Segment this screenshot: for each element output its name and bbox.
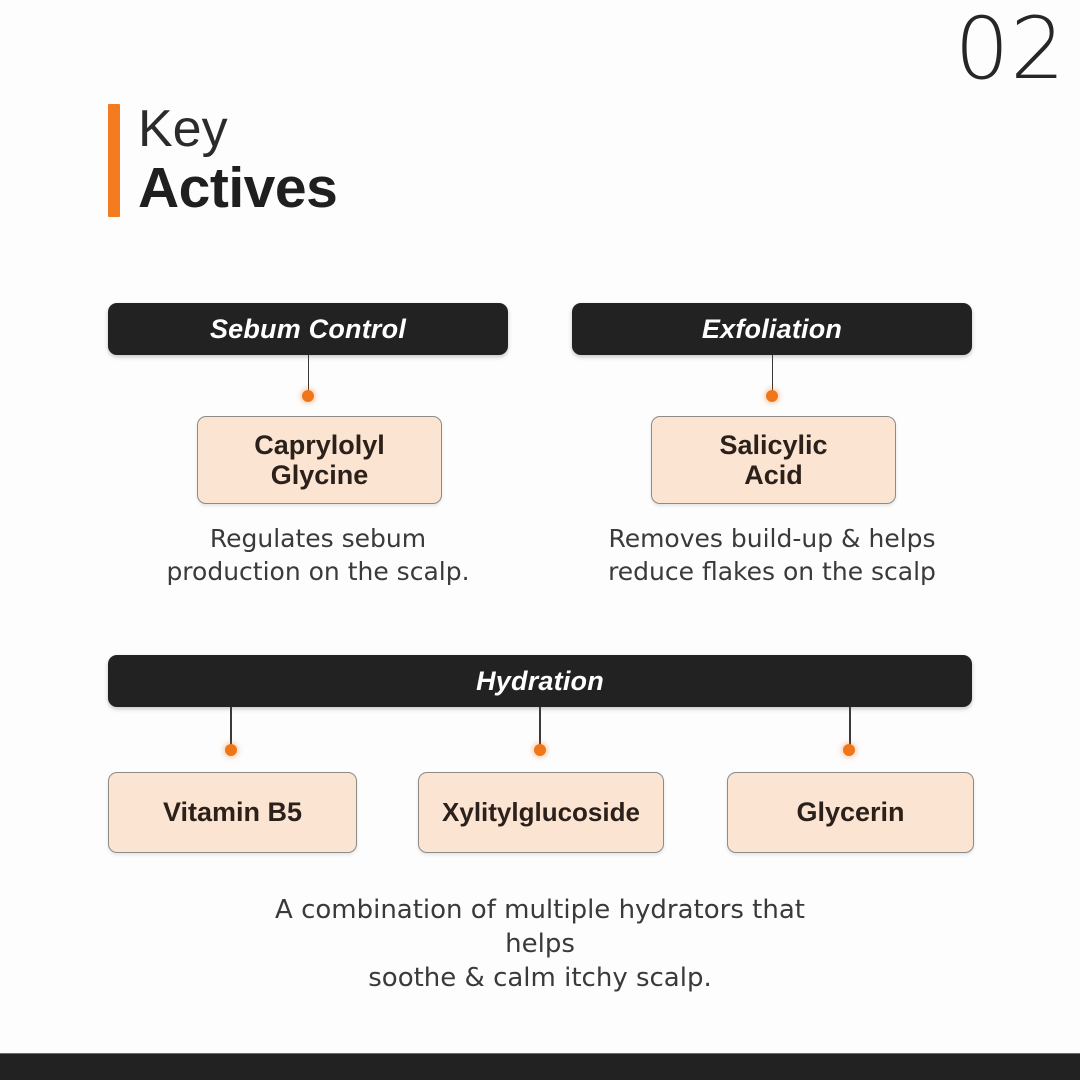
connector-line-glycerin <box>849 707 851 749</box>
category-bar-hydration[interactable]: Hydration <box>108 655 972 707</box>
category-bar-exfoliation[interactable]: Exfoliation <box>572 303 972 355</box>
connector-dot-vitamin-b5 <box>225 744 237 756</box>
ingredient-chip-label: Xylitylglucoside <box>442 796 640 827</box>
description-sebum-control: Regulates sebum production on the scalp. <box>166 524 470 586</box>
ingredient-chip-label: Vitamin B5 <box>162 797 303 828</box>
ingredient-chip-caprylolyl-glycine[interactable]: Caprylolyl Glycine <box>197 416 442 504</box>
page-title: Key Actives <box>108 100 338 220</box>
ingredient-chip-vitamin-b5[interactable]: Vitamin B5 <box>108 772 357 853</box>
ingredient-chip-salicylic-acid[interactable]: Salicylic Acid <box>651 416 896 504</box>
title-line-key: Key <box>138 100 228 158</box>
connector-dot-exfoliation <box>766 390 778 402</box>
title-accent-bar <box>108 104 120 218</box>
footer-bar <box>0 1053 1080 1080</box>
category-bar-label: Sebum Control <box>209 313 407 344</box>
page-number: 02 <box>954 0 1066 99</box>
connector-dot-xylitylglucoside <box>534 744 546 756</box>
category-bar-label: Exfoliation <box>701 313 843 344</box>
ingredient-chip-label: Caprylolyl Glycine <box>254 429 385 490</box>
connector-line-sebum <box>307 355 310 395</box>
title-text: Key Actives <box>138 100 338 220</box>
connector-dot-glycerin <box>843 744 855 756</box>
connector-line-exfoliation <box>771 355 774 395</box>
title-line-actives: Actives <box>138 155 338 220</box>
description-hydration: A combination of multiple hydrators that… <box>275 895 805 993</box>
connector-line-xylitylglucoside <box>539 707 541 749</box>
category-bar-sebum-control[interactable]: Sebum Control <box>108 303 508 355</box>
description-exfoliation: Removes build-up & helps reduce flakes o… <box>608 524 936 586</box>
ingredient-chip-label: Salicylic Acid <box>719 429 828 490</box>
connector-dot-sebum <box>302 390 314 402</box>
ingredient-chip-xylitylglucoside[interactable]: Xylitylglucoside <box>418 772 664 853</box>
ingredient-chip-glycerin[interactable]: Glycerin <box>727 772 974 853</box>
category-bar-label: Hydration <box>476 665 604 696</box>
ingredient-chip-label: Glycerin <box>796 797 905 828</box>
connector-line-vitamin-b5 <box>230 707 232 749</box>
